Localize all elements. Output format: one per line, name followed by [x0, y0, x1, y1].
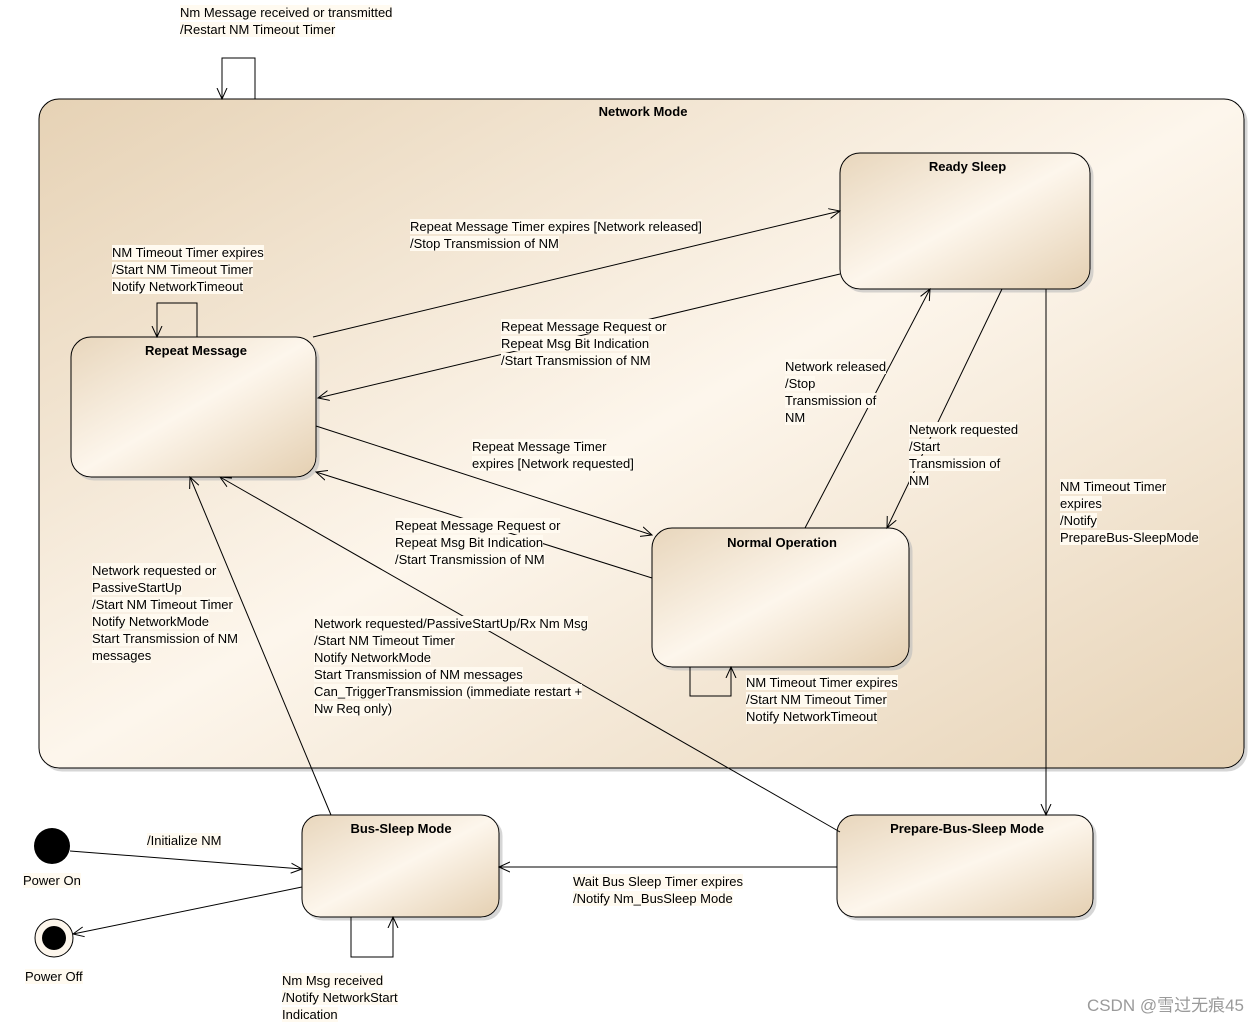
label-ready-to-repeat: Repeat Message Request or Repeat Msg Bit…: [501, 319, 667, 368]
label-prepare-to-bus: Wait Bus Sleep Timer expires /Notify Nm_…: [573, 874, 744, 906]
ready-sleep-title: Ready Sleep: [928, 159, 1007, 174]
normal-operation-state[interactable]: [651, 527, 910, 668]
final-pseudostate-inner: [42, 926, 66, 950]
label-power-on-to-bus: /Initialize NM: [147, 833, 222, 848]
label-ready-to-prepare: NM Timeout Timer expires /Notify Prepare…: [1060, 479, 1199, 545]
transition-repeat-to-ready[interactable]: [312, 211, 840, 338]
ready-sleep-state[interactable]: [839, 152, 1091, 290]
label-repeat-to-normal: Repeat Message Timer expires [Network re…: [472, 439, 634, 471]
transition-repeat-to-normal[interactable]: [315, 425, 652, 535]
transition-network-mode-self[interactable]: [222, 57, 256, 99]
label-normal-self: NM Timeout Timer expires /Start NM Timeo…: [746, 675, 898, 724]
label-ready-to-normal: Network requested /Start Transmission of…: [909, 422, 1019, 488]
transition-power-on-to-bus[interactable]: [69, 850, 302, 869]
network-mode-title: Network Mode: [598, 104, 688, 119]
watermark-text: CSDN @雪过无痕45: [1086, 996, 1244, 1015]
bus-sleep-title: Bus-Sleep Mode: [350, 821, 452, 836]
initial-pseudostate[interactable]: [34, 828, 70, 864]
repeat-message-state[interactable]: [70, 336, 317, 478]
label-repeat-to-ready: Repeat Message Timer expires [Network re…: [410, 219, 702, 251]
label-repeat-self: NM Timeout Timer expires /Start NM Timeo…: [112, 245, 264, 294]
transition-bus-self[interactable]: [350, 917, 393, 958]
transition-normal-self[interactable]: [689, 667, 731, 697]
label-normal-to-repeat: Repeat Message Request or Repeat Msg Bit…: [395, 518, 561, 567]
transition-ready-to-normal[interactable]: [887, 288, 1003, 528]
power-on-label: Power On: [23, 873, 81, 888]
label-normal-to-ready: Network released /Stop Transmission of N…: [785, 359, 887, 425]
repeat-message-title: Repeat Message: [145, 343, 247, 358]
transition-normal-to-ready[interactable]: [804, 289, 930, 529]
transition-repeat-self[interactable]: [157, 302, 198, 337]
label-bus-self: Nm Msg received /Notify NetworkStart Ind…: [282, 973, 398, 1022]
transition-bus-to-repeat[interactable]: [190, 477, 332, 816]
transition-prepare-to-repeat[interactable]: [220, 477, 841, 833]
transition-bus-to-power-off[interactable]: [73, 886, 303, 934]
prepare-bus-sleep-title: Prepare-Bus-Sleep Mode: [890, 821, 1044, 836]
label-bus-to-repeat: Network requested or PassiveStartUp /Sta…: [92, 563, 238, 663]
normal-operation-title: Normal Operation: [727, 535, 837, 550]
label-network-mode-self: Nm Message received or transmitted /Rest…: [180, 5, 393, 37]
label-prepare-to-repeat: Network requested/PassiveStartUp/Rx Nm M…: [314, 616, 588, 716]
prepare-bus-sleep-state[interactable]: [836, 814, 1094, 918]
power-off-label: Power Off: [25, 969, 83, 984]
